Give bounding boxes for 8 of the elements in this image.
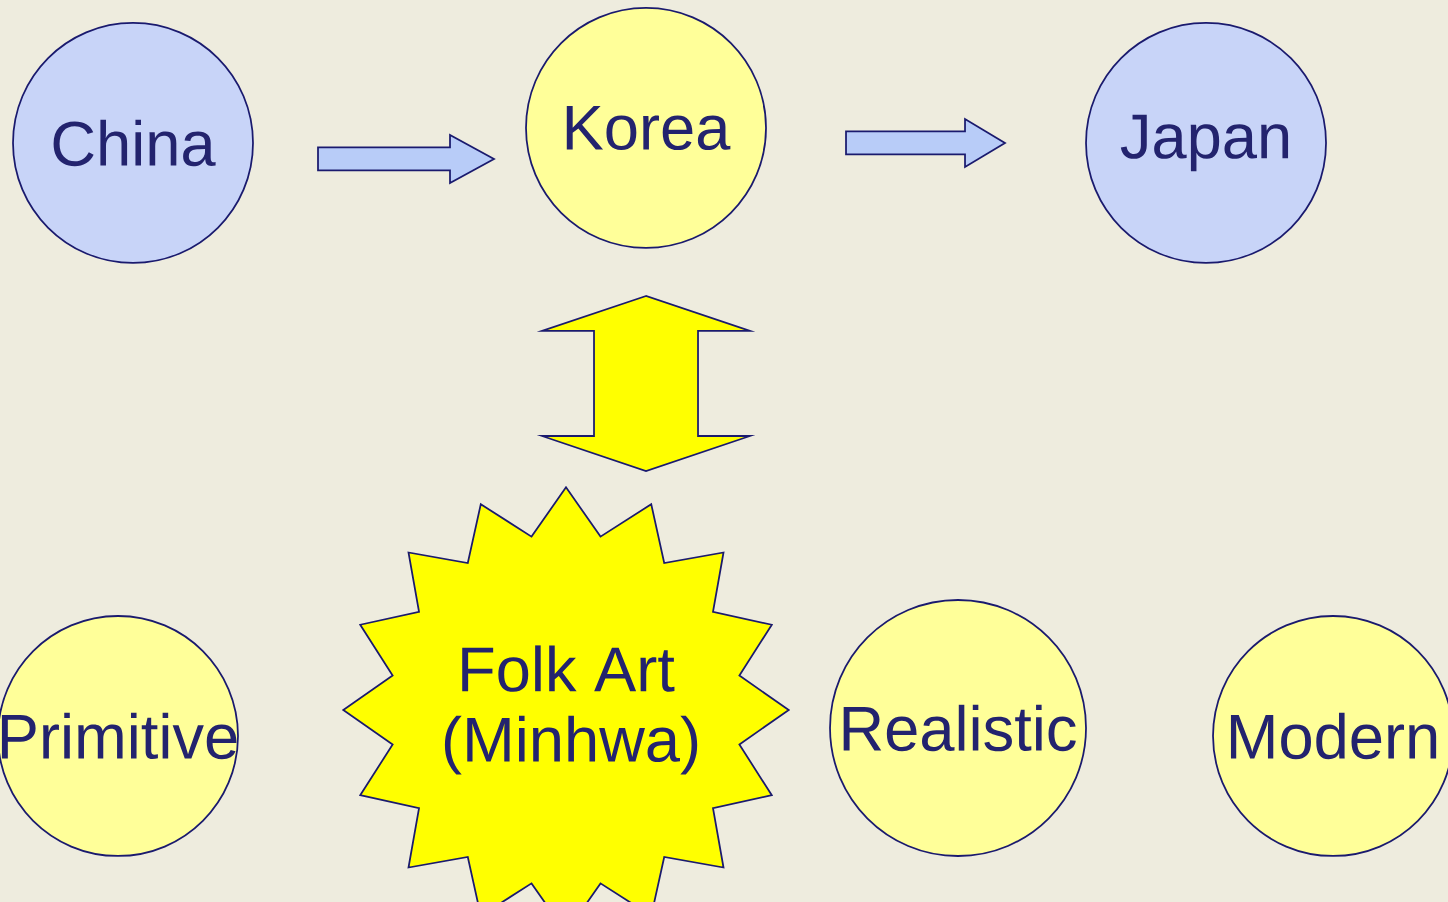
circle-node: Japan <box>1085 22 1327 264</box>
circle-node: Korea <box>525 7 767 249</box>
circle-node: Modern <box>1212 615 1448 857</box>
block-arrow <box>317 133 496 185</box>
circle-node: Realistic <box>829 599 1087 857</box>
block-arrow <box>845 117 1007 169</box>
circle-node: China <box>12 22 254 264</box>
block-arrow <box>536 295 756 472</box>
